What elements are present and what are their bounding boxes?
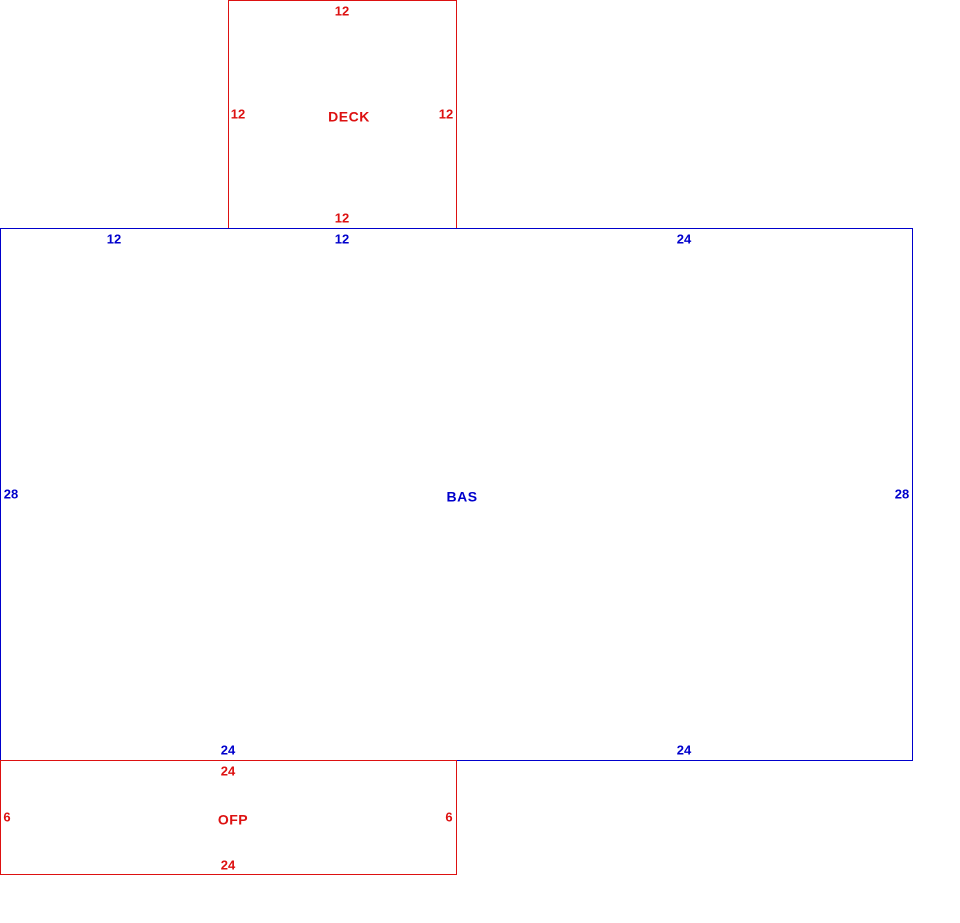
deck-area: DECK 12 12 12 12 <box>228 0 457 229</box>
deck-dim-left: 12 <box>231 106 245 121</box>
ofp-label: OFP <box>218 812 248 828</box>
ofp-area: OFP 24 6 6 24 <box>0 760 457 875</box>
ofp-dim-bottom: 24 <box>221 857 236 872</box>
ofp-outline <box>0 760 457 875</box>
bas-label: BAS <box>446 489 477 505</box>
ofp-dim-right: 6 <box>445 809 452 824</box>
bas-dim-top-middle: 12 <box>335 231 349 246</box>
bas-dim-top-right: 24 <box>677 231 692 246</box>
bas-dim-bottom-right: 24 <box>677 742 692 757</box>
deck-dim-bottom: 12 <box>335 210 349 225</box>
bas-dim-top-left: 12 <box>107 231 121 246</box>
bas-dim-bottom-left: 24 <box>221 742 236 757</box>
deck-label: DECK <box>328 109 370 125</box>
deck-dim-right: 12 <box>439 106 453 121</box>
bas-area: BAS 12 12 24 28 28 24 24 <box>0 228 913 761</box>
deck-dim-top: 12 <box>335 3 349 18</box>
bas-dim-right: 28 <box>895 486 909 501</box>
ofp-dim-top: 24 <box>221 763 236 778</box>
bas-dim-left: 28 <box>4 486 18 501</box>
ofp-dim-left: 6 <box>3 809 10 824</box>
